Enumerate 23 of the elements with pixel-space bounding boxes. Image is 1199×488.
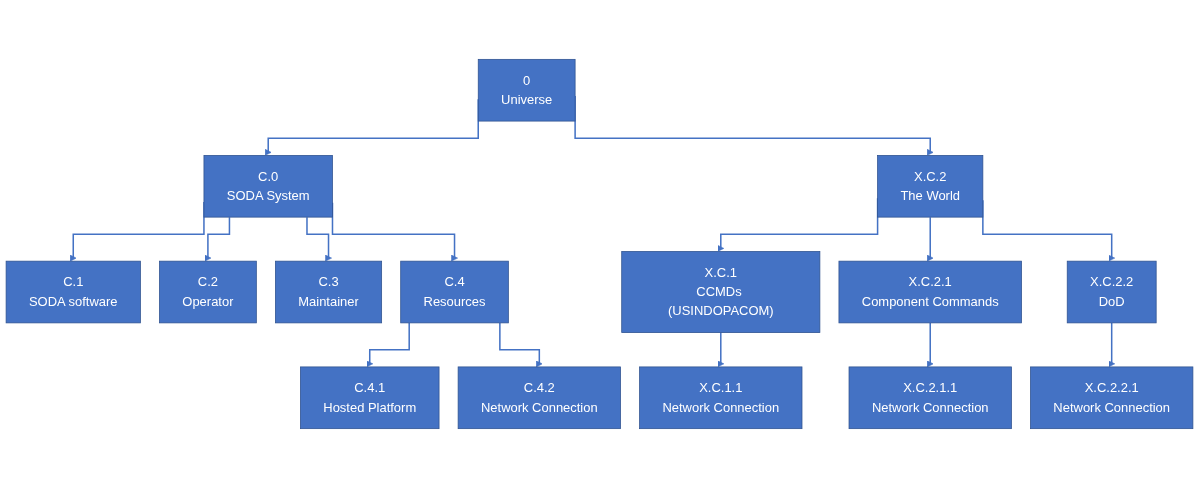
arrow <box>1108 322 1116 368</box>
node-box: X.C.2.1.1 Network Connection <box>848 366 1012 430</box>
node-box: C.4.2 Network Connection <box>457 366 621 430</box>
node-box: X.C.1.1 Network Connection <box>639 366 803 430</box>
node-box: C.2 Operator <box>159 260 257 324</box>
node-box: X.C.2.2 DoD <box>1066 260 1157 324</box>
arrow <box>926 322 934 368</box>
node-box: C.4 Resources <box>400 260 509 324</box>
node-box: X.C.2.1 Component Commands <box>838 260 1022 324</box>
arrow <box>926 216 934 262</box>
node-box: C.3 Maintainer <box>275 260 382 324</box>
node-box: X.C.2.2.1 Network Connection <box>1030 366 1194 430</box>
node-box: X.C.2 The World <box>877 155 984 218</box>
node-box: X.C.1 CCMDs (USINDOPACOM) <box>621 251 821 333</box>
node-box: C.4.1 Hosted Platform <box>300 366 440 430</box>
arrow <box>717 331 725 368</box>
arrow <box>366 322 410 368</box>
arrow <box>499 322 543 368</box>
node-box: 0 Universe <box>477 58 576 122</box>
node-box: C.0 SODA System <box>203 155 333 218</box>
node-box: C.1 SODA software <box>5 260 141 324</box>
arrow <box>306 216 332 262</box>
arrow <box>204 216 231 262</box>
